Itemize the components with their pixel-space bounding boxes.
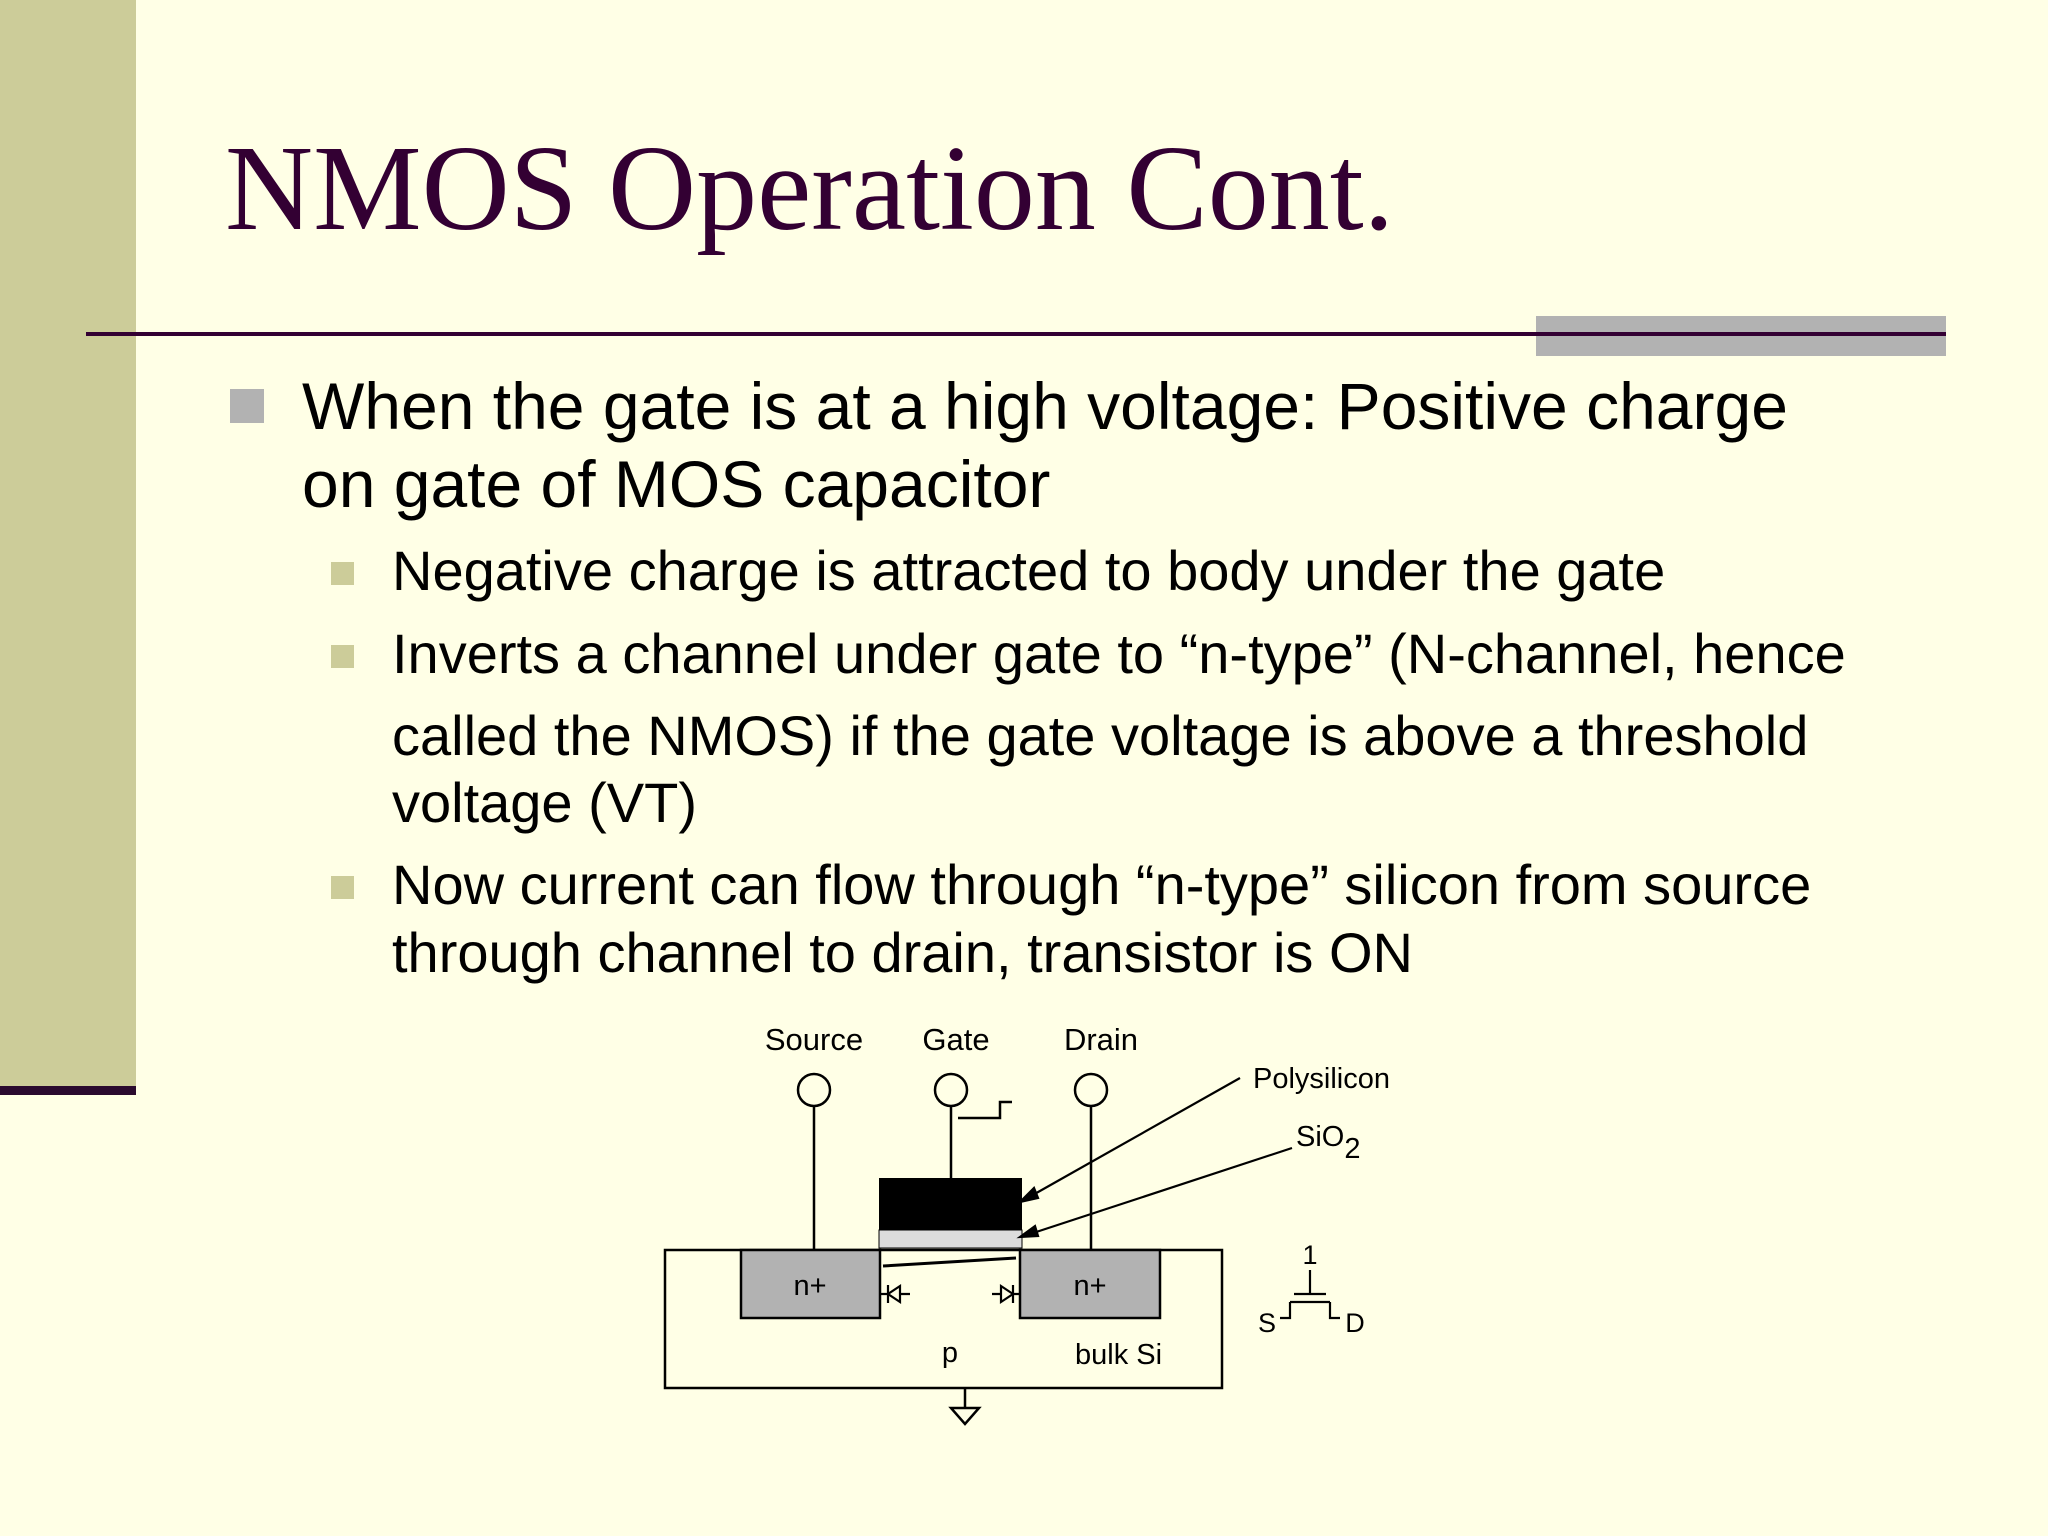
- source-terminal-node: [796, 1072, 832, 1108]
- symbol-gate-value: 1: [1302, 1240, 1317, 1270]
- polysilicon-callout-arrow: [1023, 1077, 1241, 1201]
- inversion-channel: [882, 1256, 1017, 1268]
- n-plus-left-label: n+: [793, 1270, 826, 1302]
- gate-label: Gate: [922, 1022, 989, 1057]
- n-plus-source-region: [739, 1248, 882, 1320]
- gate-step-waveform-icon: [958, 1100, 1012, 1120]
- symbol-drain-label: D: [1345, 1308, 1365, 1338]
- slide-title: NMOS Operation Cont.: [225, 121, 1395, 256]
- source-label: Source: [765, 1022, 863, 1057]
- bullet-line: When the gate is at a high voltage: Posi…: [302, 369, 1788, 443]
- sio2-label: SiO2: [1296, 1121, 1360, 1165]
- polysilicon-label: Polysilicon: [1253, 1063, 1390, 1095]
- n-plus-drain-region: [1018, 1248, 1162, 1320]
- sub-bullet-square-icon: [331, 645, 354, 668]
- sub-bullet-square-icon: [331, 562, 354, 585]
- sub-bullet-square-icon: [331, 876, 354, 899]
- bullet-line: on gate of MOS capacitor: [302, 447, 1051, 521]
- symbol-source-label: S: [1258, 1308, 1276, 1338]
- sub-bullet-line: through channel to drain, transistor is …: [392, 921, 1413, 984]
- bulk-si-label: bulk Si: [1075, 1339, 1162, 1371]
- sub-bullet-line: Inverts a channel under gate to “n-type”…: [392, 622, 1846, 685]
- p-substrate-body: [663, 1248, 1224, 1390]
- drain-body-diode-icon: [992, 1283, 1020, 1305]
- p-body-label: p: [942, 1337, 958, 1369]
- source-body-diode-icon: [880, 1283, 910, 1305]
- left-sidebar-underline: [0, 1086, 136, 1095]
- sub-bullet-line: called the NMOS) if the gate voltage is …: [392, 704, 1809, 767]
- sub-bullet-line: voltage (VT): [392, 771, 697, 834]
- nmos-transistor-symbol-icon: [1280, 1270, 1340, 1320]
- sub-bullet-line: Now current can flow through “n-type” si…: [392, 853, 1812, 916]
- bullet-square-icon: [230, 389, 264, 423]
- sio2-callout-arrow: [1023, 1146, 1293, 1238]
- drain-terminal-node: [1073, 1072, 1109, 1108]
- sio2-gate-oxide: [878, 1229, 1023, 1249]
- n-plus-right-label: n+: [1073, 1270, 1106, 1302]
- left-sidebar-bar: [0, 0, 136, 1086]
- gate-terminal-node: [933, 1072, 969, 1108]
- drain-label: Drain: [1064, 1022, 1138, 1057]
- polysilicon-gate: [879, 1178, 1022, 1230]
- ground-icon: [948, 1388, 982, 1426]
- title-rule: [86, 332, 1946, 336]
- title-rule-accent: [1536, 316, 1946, 356]
- sub-bullet-line: Negative charge is attracted to body und…: [392, 539, 1666, 602]
